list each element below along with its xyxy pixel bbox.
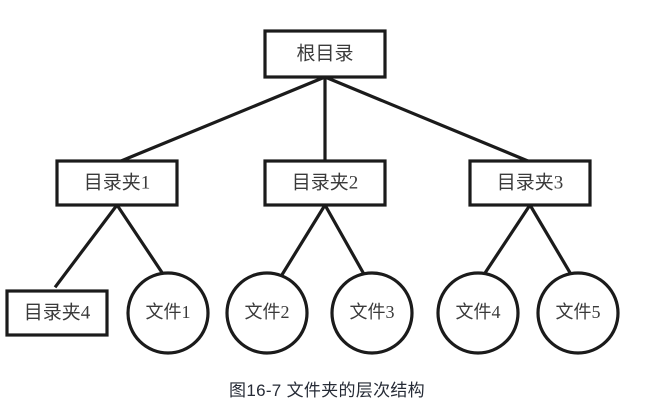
node-file4-label: 文件4 xyxy=(456,302,501,322)
figure-caption: 图16-7 文件夹的层次结构 xyxy=(229,381,425,400)
edge-dir2-file2 xyxy=(277,202,328,281)
edge-dir3-file4 xyxy=(480,202,533,279)
edge-group xyxy=(53,74,575,289)
node-dir2-shape xyxy=(263,159,387,207)
node-dir4-shape xyxy=(5,289,109,337)
node-dir4-label: 目录夹4 xyxy=(24,301,91,323)
node-dir4[interactable]: 目录夹4 xyxy=(5,289,109,337)
edge-dir3-file5 xyxy=(527,202,575,279)
node-file3-shape xyxy=(330,271,414,355)
node-file3-label: 文件3 xyxy=(350,302,395,322)
node-file1-label: 文件1 xyxy=(146,302,191,322)
edge-root-dir1 xyxy=(118,74,328,164)
node-file3[interactable]: 文件3 xyxy=(330,271,414,355)
node-file2-shape xyxy=(225,271,309,355)
edge-dir2-file3 xyxy=(322,202,368,279)
node-file4[interactable]: 文件4 xyxy=(436,271,520,355)
edge-dir1-dir4 xyxy=(53,202,120,289)
node-file5[interactable]: 文件5 xyxy=(536,271,620,355)
node-dir2[interactable]: 目录夹2 xyxy=(263,159,387,207)
node-file2[interactable]: 文件2 xyxy=(225,271,309,355)
node-file5-label: 文件5 xyxy=(556,302,601,322)
node-file1-shape xyxy=(126,271,210,355)
node-dir1-shape xyxy=(55,159,179,207)
node-dir2-label: 目录夹2 xyxy=(292,171,359,193)
node-root[interactable]: 根目录 xyxy=(263,29,387,79)
node-file4-shape xyxy=(436,271,520,355)
node-dir3-shape xyxy=(468,159,592,207)
edge-root-dir3 xyxy=(322,74,531,164)
edge-dir1-file1 xyxy=(114,202,168,280)
node-root-shape xyxy=(263,29,387,79)
node-file2-label: 文件2 xyxy=(245,302,290,322)
node-root-label: 根目录 xyxy=(296,42,353,64)
node-file5-shape xyxy=(536,271,620,355)
node-dir1[interactable]: 目录夹1 xyxy=(55,159,179,207)
node-dir1-label: 目录夹1 xyxy=(84,171,151,193)
node-file1[interactable]: 文件1 xyxy=(126,271,210,355)
node-dir3-label: 目录夹3 xyxy=(497,171,564,193)
node-dir3[interactable]: 目录夹3 xyxy=(468,159,592,207)
